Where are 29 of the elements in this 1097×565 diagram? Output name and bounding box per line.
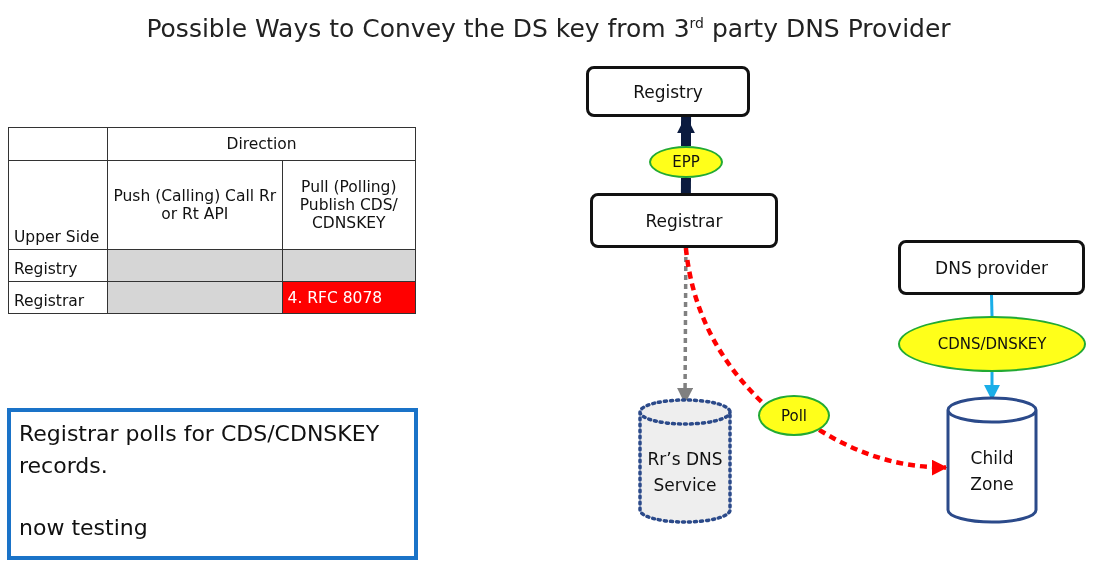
diagram-title: Possible Ways to Convey the DS key from 3$^{rd}$ party DNS Provider: [145, 14, 952, 43]
node-label: DNS provider: [935, 257, 1048, 278]
action-ellipse: [758, 395, 830, 436]
node-label: Child Zone: [969, 447, 1015, 496]
table-cell: Direction: [107, 127, 416, 161]
node-label: EPP: [672, 153, 700, 171]
node-label: Poll: [781, 406, 807, 425]
table-cell: 4. RFC 8078: [282, 281, 416, 314]
note-text: now testing: [19, 514, 148, 542]
table-cell: Pull (Polling) Publish CDS/ CDNSKEY: [282, 160, 416, 250]
arrow: [818, 427, 948, 476]
connector-line: [990, 294, 994, 317]
node-label: Rr’s DNS Service: [646, 448, 724, 497]
note-text: Registrar polls for CDS/CDNSKEY records.: [19, 420, 381, 480]
table-cell: Push (Calling) Call Rr or Rt API: [107, 160, 283, 250]
table-cell: Upper Side: [8, 160, 108, 250]
node-label: Registrar: [645, 210, 723, 231]
entity-box: [586, 66, 750, 117]
node-label: CDNS/DNSKEY: [937, 335, 1047, 353]
connector-line: [680, 177, 691, 194]
database-cylinder: [638, 400, 732, 522]
entity-box: [898, 240, 1085, 295]
table-cell: Registry: [8, 249, 108, 282]
database-cylinder: [946, 398, 1038, 522]
note-box: [7, 408, 418, 560]
entity-box: [590, 193, 778, 248]
table-cell: Registrar: [8, 281, 108, 314]
node-label: Registry: [633, 81, 703, 102]
arrow: [677, 115, 695, 146]
